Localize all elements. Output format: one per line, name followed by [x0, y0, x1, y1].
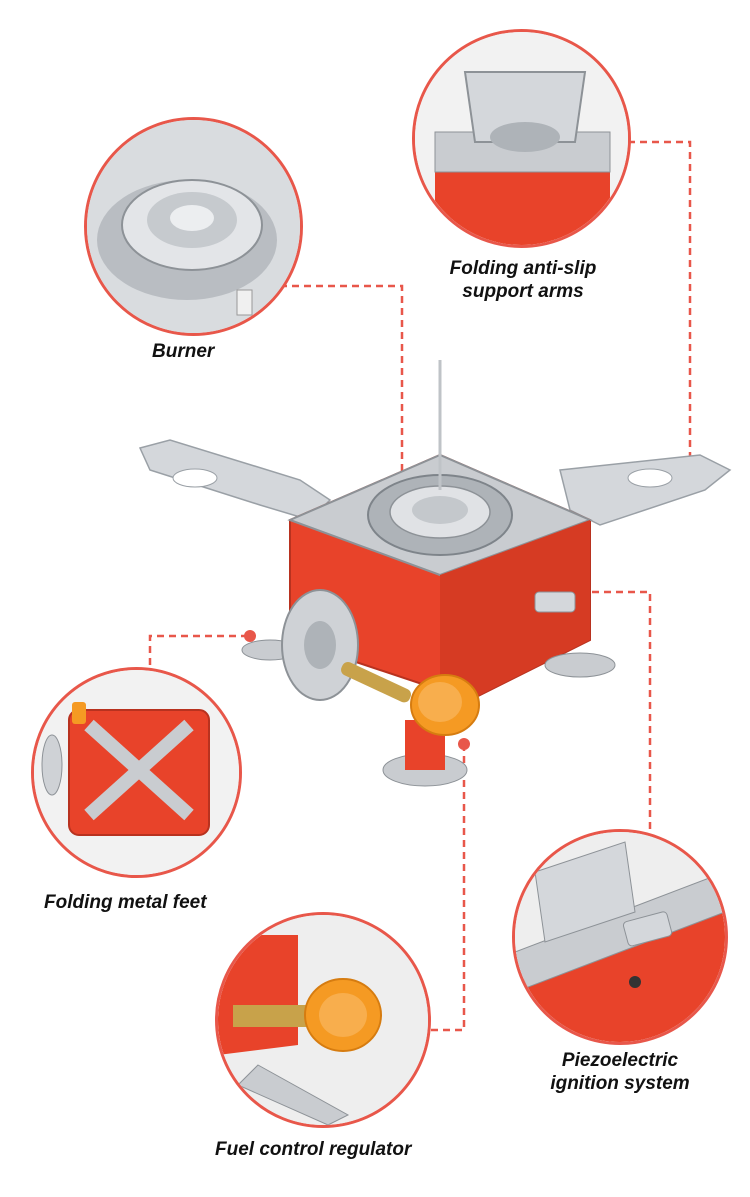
- ignition-label: Piezoelectric ignition system: [530, 1049, 710, 1095]
- ignition-label-line1: Piezoelectric: [561, 1050, 679, 1071]
- support-arms-detail-image: [412, 29, 631, 248]
- ignition-label-line2: ignition system: [550, 1073, 690, 1094]
- burner-label: Burner: [152, 341, 215, 362]
- support-arms-label-line2: support arms: [462, 281, 584, 302]
- burner-detail-image: [84, 117, 303, 336]
- regulator-detail-image: [215, 912, 431, 1128]
- feet-detail-image: [31, 667, 242, 878]
- support-arms-label-line1: Folding anti-slip: [449, 258, 597, 279]
- leader-lines: [148, 140, 692, 1032]
- support-arms-label: Folding anti-slip support arms: [428, 257, 618, 303]
- feet-label: Folding metal feet: [44, 892, 207, 913]
- regulator-label: Fuel control regulator: [215, 1139, 412, 1160]
- ignition-detail-image: [512, 829, 728, 1045]
